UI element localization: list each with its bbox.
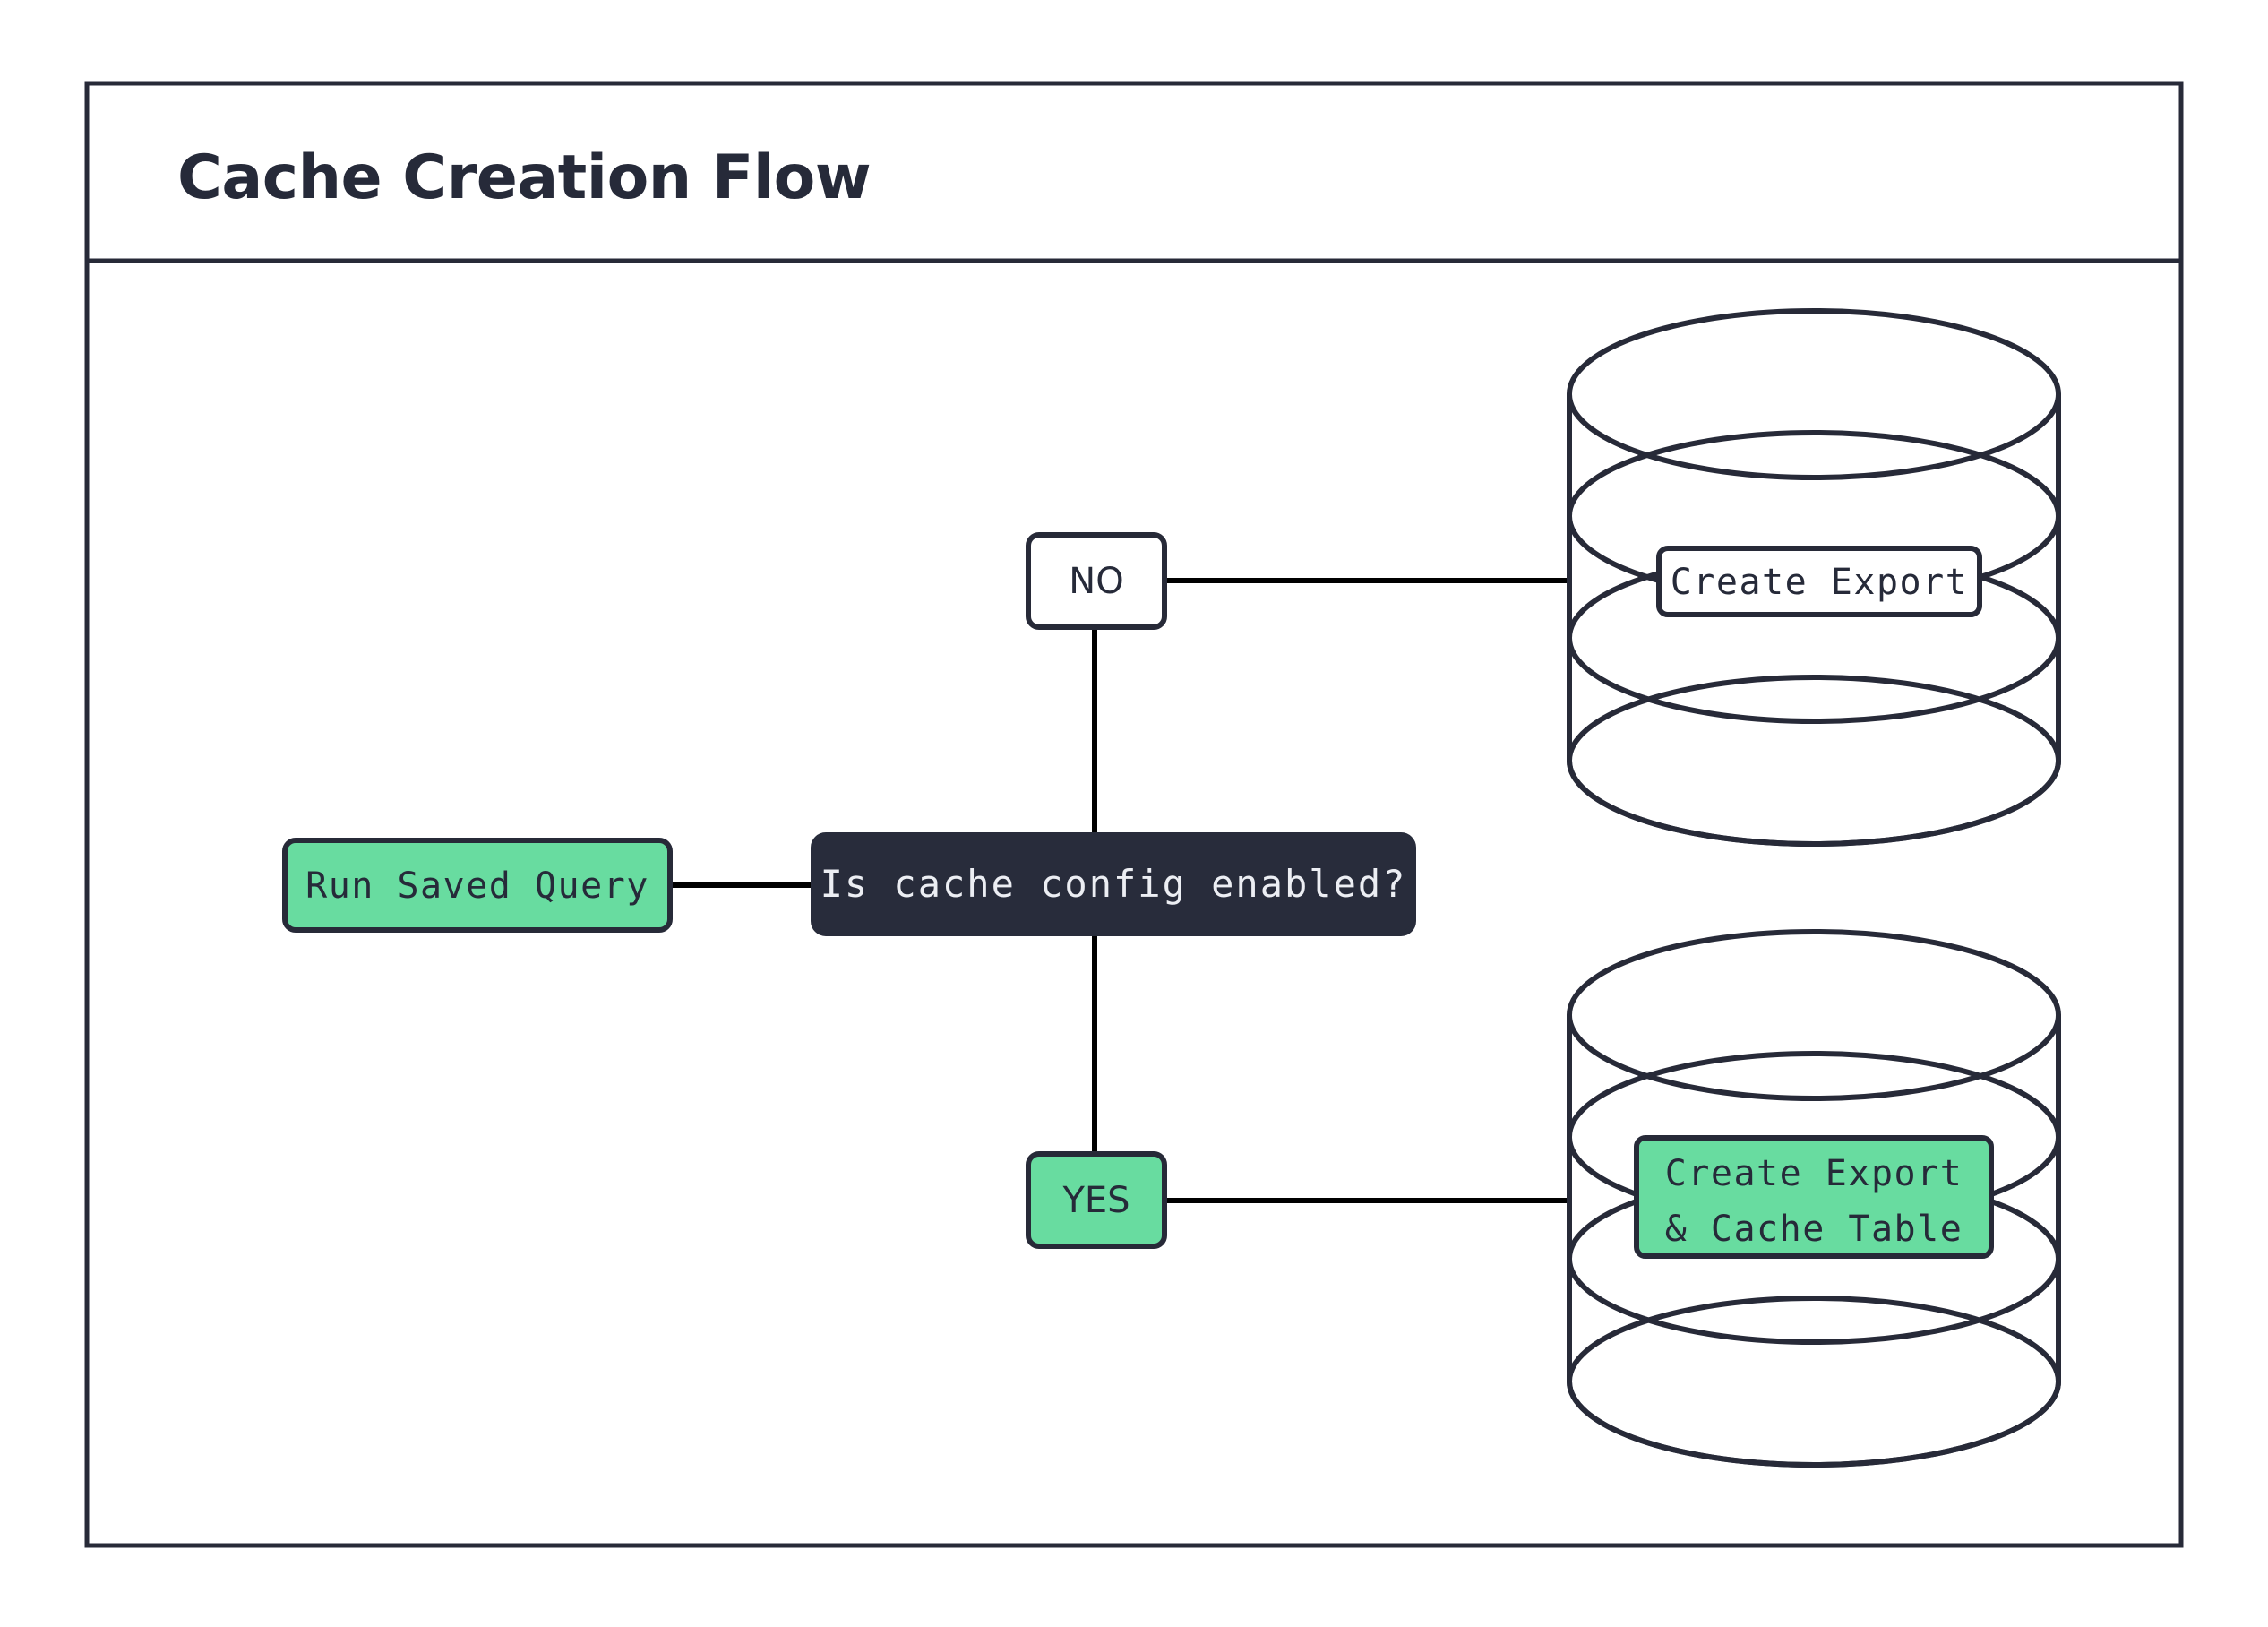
database-export-disk-4: [1567, 675, 2061, 847]
run-saved-query-label: Run Saved Query: [305, 865, 649, 907]
diagram-frame: [84, 81, 2184, 1548]
database-export-cache-cylinder[interactable]: Create Export & Cache Table: [1567, 929, 2061, 1468]
database-cache-label-line1: Create Export: [1665, 1153, 1963, 1194]
database-cache-disk-1: [1567, 929, 2061, 1101]
database-export-disk-1: [1567, 308, 2061, 480]
decision-label: Is cache config enabled?: [820, 862, 1407, 906]
database-export-body-fill: [1569, 394, 2058, 844]
node-run-saved-query[interactable]: Run Saved Query: [282, 838, 673, 933]
node-branch-yes[interactable]: YES: [1026, 1151, 1167, 1249]
database-cache-disk-4: [1567, 1296, 2061, 1468]
branch-no-box[interactable]: [1026, 532, 1167, 630]
run-saved-query-box[interactable]: [282, 838, 673, 933]
branch-yes-box[interactable]: [1026, 1151, 1167, 1249]
database-export-label: Create Export: [1671, 562, 1969, 603]
database-cache-label-line2: & Cache Table: [1665, 1209, 1963, 1250]
database-cache-label-box[interactable]: [1634, 1135, 1994, 1259]
node-branch-no[interactable]: NO: [1026, 532, 1167, 630]
decision-box[interactable]: [811, 832, 1416, 936]
branch-yes-label: YES: [1061, 1180, 1130, 1221]
node-decision[interactable]: Is cache config enabled?: [811, 832, 1416, 936]
branch-no-label: NO: [1069, 561, 1123, 602]
database-export-cylinder[interactable]: Create Export: [1567, 308, 2061, 847]
page-title: Cache Creation Flow: [177, 142, 871, 213]
database-export-label-box[interactable]: [1656, 546, 1982, 617]
